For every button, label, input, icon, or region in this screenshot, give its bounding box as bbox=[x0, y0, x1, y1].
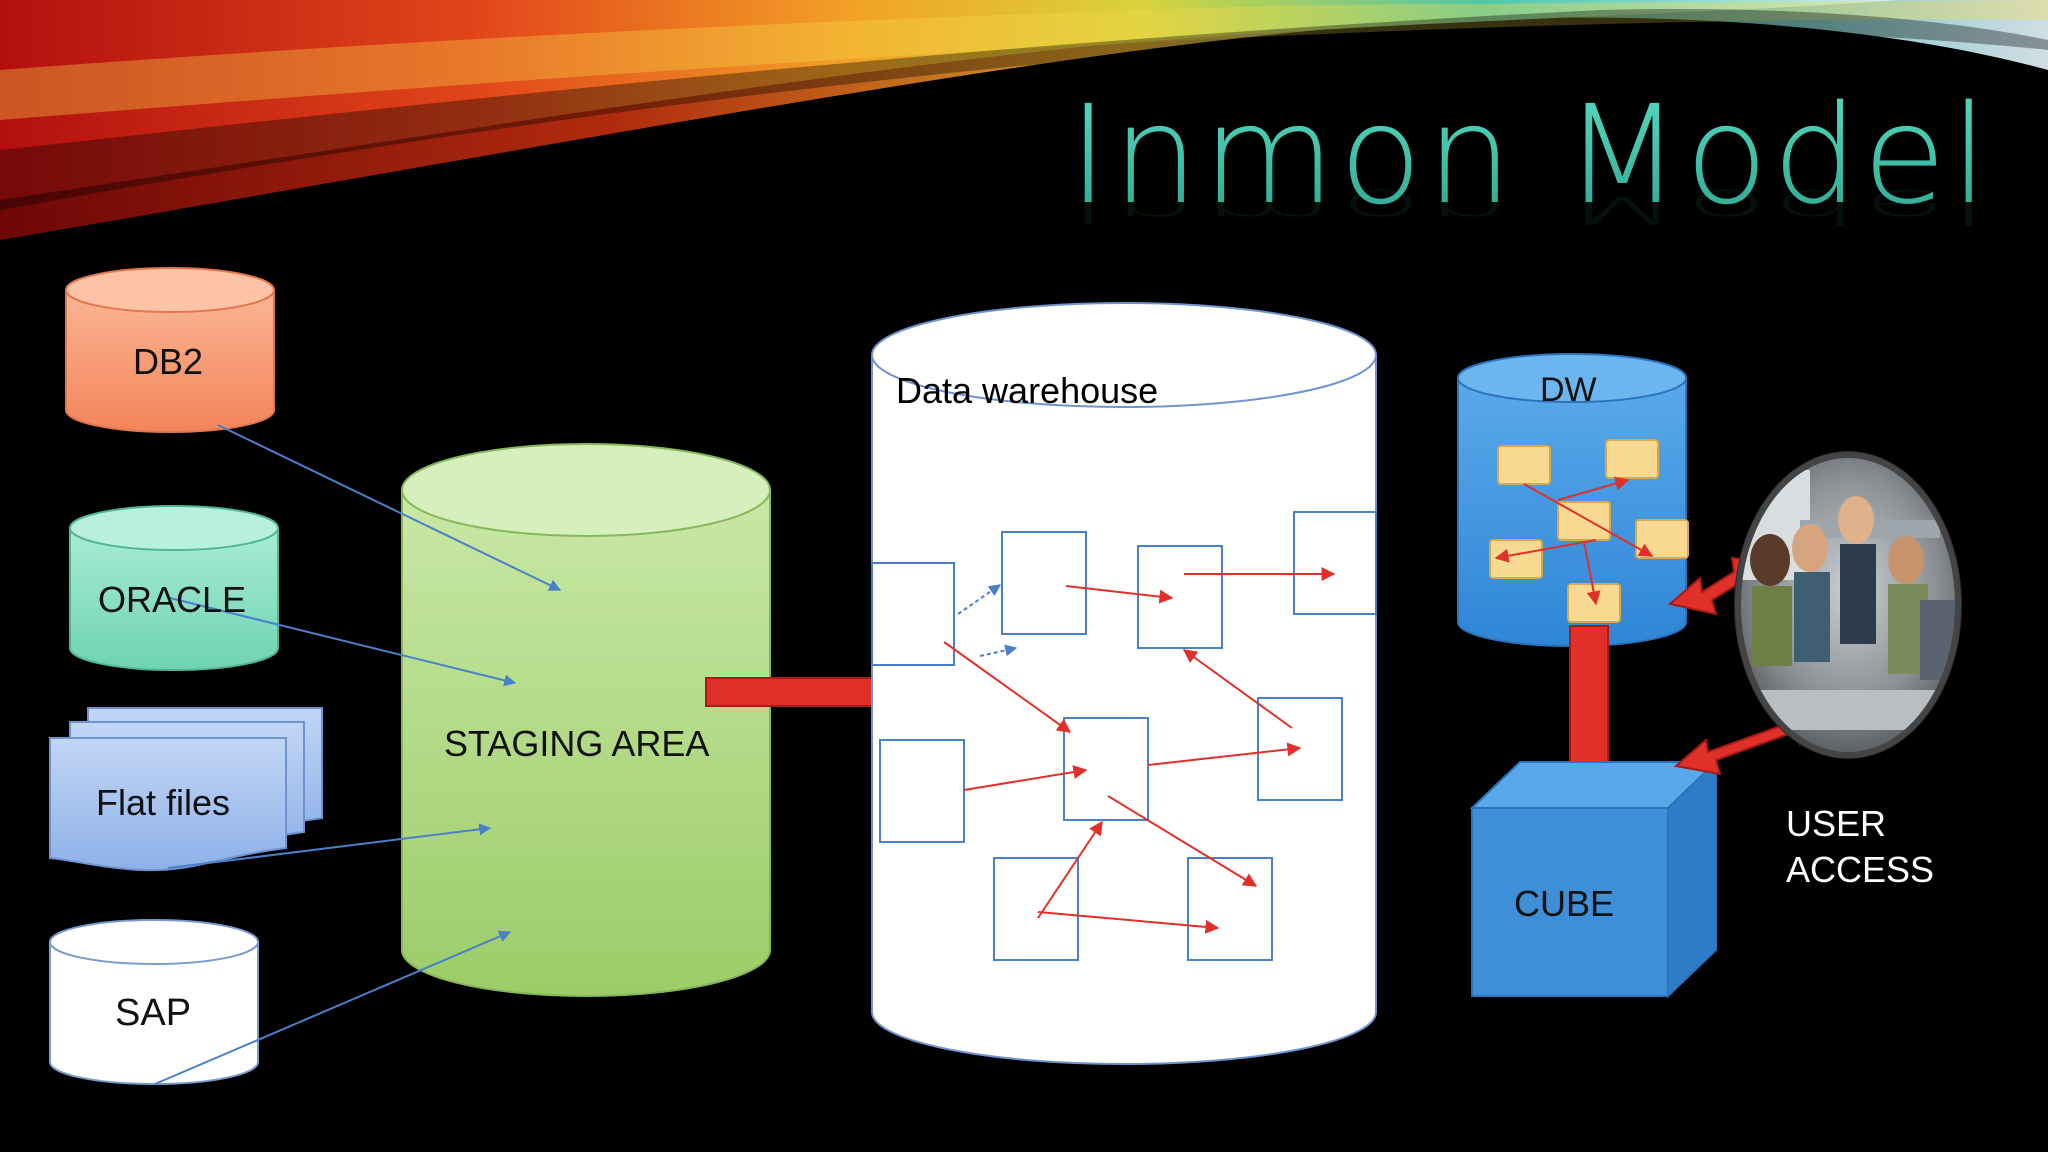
dw-folder-icons bbox=[1489, 439, 1689, 623]
flat-files-stack bbox=[49, 707, 323, 872]
oracle-label: ORACLE bbox=[98, 579, 247, 620]
data-warehouse-label: Data warehouse bbox=[896, 370, 1159, 411]
dw-folder-links bbox=[1494, 476, 1654, 606]
db2-label: DB2 bbox=[133, 341, 204, 382]
cube-label: CUBE bbox=[1514, 883, 1615, 924]
page-title-reflection: Inmon Model bbox=[1068, 178, 1992, 234]
warehouse-relationship-arrows bbox=[943, 567, 1336, 934]
data-warehouse-cylinder bbox=[871, 302, 1377, 1065]
sap-cylinder bbox=[49, 919, 259, 1085]
staging-area-cylinder bbox=[401, 443, 771, 997]
warehouse-dotted-links bbox=[957, 584, 1018, 657]
page-title: Inmon Model bbox=[1068, 77, 1992, 235]
sap-label: SAP bbox=[115, 992, 192, 1034]
cube bbox=[1469, 759, 1719, 999]
decorative-swoosh bbox=[0, 0, 2048, 240]
warehouse-entity-boxes bbox=[871, 511, 1377, 961]
db2-cylinder bbox=[65, 267, 275, 433]
user-access-label-line2: ACCESS bbox=[1786, 849, 1935, 890]
staging-area-label: STAGING AREA bbox=[444, 723, 710, 764]
dw-label: DW bbox=[1540, 371, 1597, 409]
user-access-label-line1: USER bbox=[1786, 803, 1887, 844]
users-photo bbox=[1734, 451, 1962, 759]
flat-files-label: Flat files bbox=[96, 782, 231, 823]
source-connectors bbox=[154, 424, 562, 1085]
